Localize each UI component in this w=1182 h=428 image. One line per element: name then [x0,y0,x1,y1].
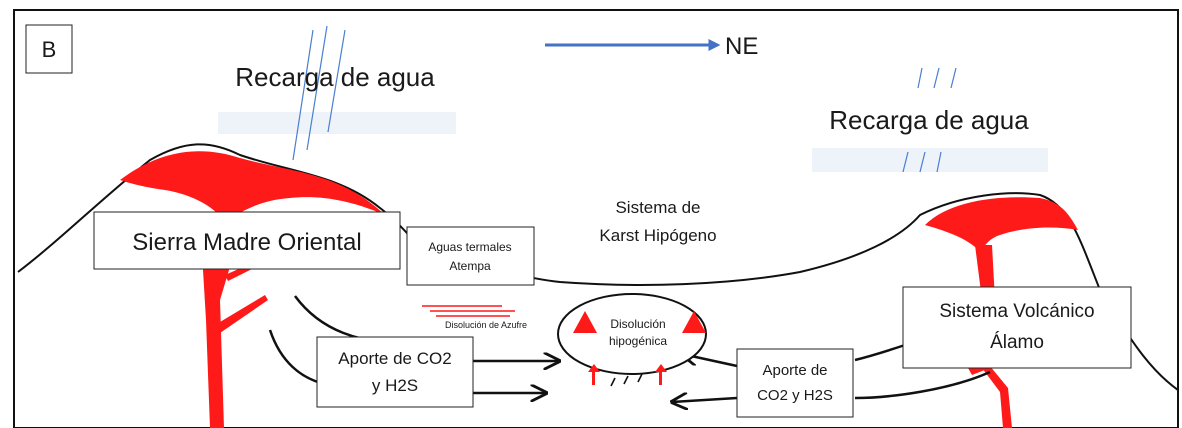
thermal-waters-label-line1: Aguas termales [428,240,511,254]
hypogenic-dissolution-ellipse [557,293,707,375]
hypogenic-dissolution-line1: Disolución [610,317,665,331]
sulfur-dissolution-lines [422,305,515,317]
red-triangle-right [682,311,706,333]
hypogenic-dissolution-line2: hipogénica [609,334,667,348]
rain-cloud-right [812,148,1048,172]
flow-arrow-right-lower [672,398,738,402]
co2-left-line1: Aporte de CO2 [338,349,451,368]
panel-label-box [25,24,73,74]
magma-cap-volcano [925,197,1078,252]
red-triangle-left [573,311,597,333]
sulfur-dissolution-label: Disolución de Azufre [445,320,527,330]
sierra-madre-label: Sierra Madre Oriental [132,229,361,256]
black-dashes [610,373,643,387]
magma-cap-sierra [120,151,385,222]
magma-branch-volcano [982,360,1012,428]
co2-right-line1: Aporte de [762,362,827,379]
flow-curve-lower-right [854,370,991,400]
co2-right-line2: CO2 y H2S [757,387,833,404]
flow-curve-upper-left [293,295,411,344]
magma-branch-sierra [215,295,268,333]
thermal-waters-label-line2: Atempa [449,259,491,273]
co2-left-box [316,336,474,408]
flow-curve-upper-right [854,343,906,362]
volcanic-system-box [902,286,1132,369]
co2-left-line2: y H2S [372,376,418,395]
red-upward-arrows [588,364,667,385]
sierra-madre-box [93,211,401,270]
recharge-label-right: Recarga de agua [829,105,1029,135]
karst-system-label-line1: Sistema de [615,198,700,217]
rain-cloud-left [218,112,456,134]
direction-label: NE [725,33,758,60]
panel-label: B [42,37,57,62]
rain-streaks-right [902,67,957,173]
volcanic-system-line1: Sistema Volcánico [939,301,1094,322]
co2-right-box [736,348,854,418]
recharge-label-left: Recarga de agua [235,62,435,92]
diagram-frame [13,9,1179,428]
thermal-waters-box [406,226,535,286]
karst-system-label-line2: Karst Hipógeno [599,226,716,245]
rain-streaks-left [292,25,346,161]
volcanic-system-line2: Álamo [990,332,1044,353]
